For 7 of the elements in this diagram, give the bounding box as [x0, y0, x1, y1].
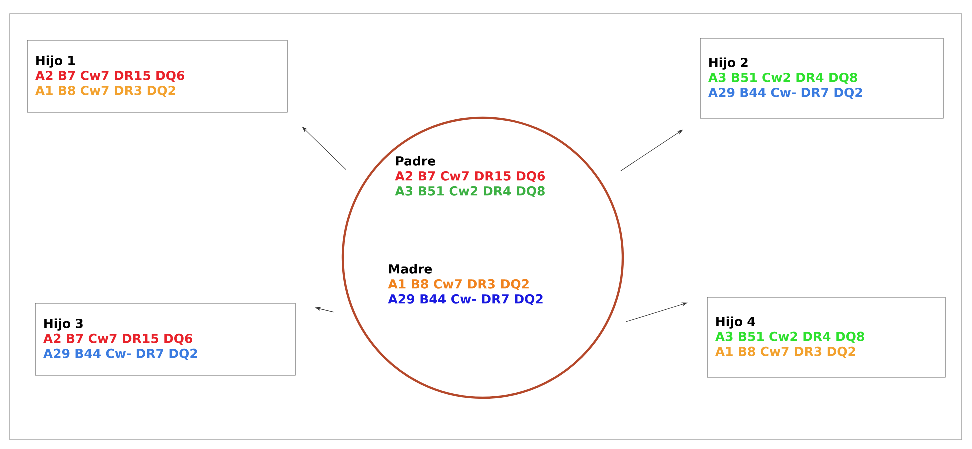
genotype-box: Hijo 4 A3 B51 Cw2 DR4 DQ8 A1 B8 Cw7 DR3 DQ2 [707, 297, 946, 378]
genotype-text: Padre A2 B7 Cw7 DR15 DQ6 A3 B51 Cw2 DR4 DQ8 [395, 156, 546, 198]
genotype-box: Hijo 2 A3 B51 Cw2 DR4 DQ8 A29 B44 Cw- DR7 DQ2 [700, 38, 944, 119]
genotype-box: Hijo 1 A2 B7 Cw7 DR15 DQ6 A1 B8 Cw7 DR3 DQ2 [27, 40, 288, 113]
genotype-text: Madre A1 B8 Cw7 DR3 DQ2 A29 B44 Cw- DR7 DQ2 [388, 264, 543, 306]
circle [342, 116, 624, 400]
genotype-box: Hijo 3 A2 B7 Cw7 DR15 DQ6 A29 B44 Cw- DR7 DQ2 [35, 302, 296, 376]
